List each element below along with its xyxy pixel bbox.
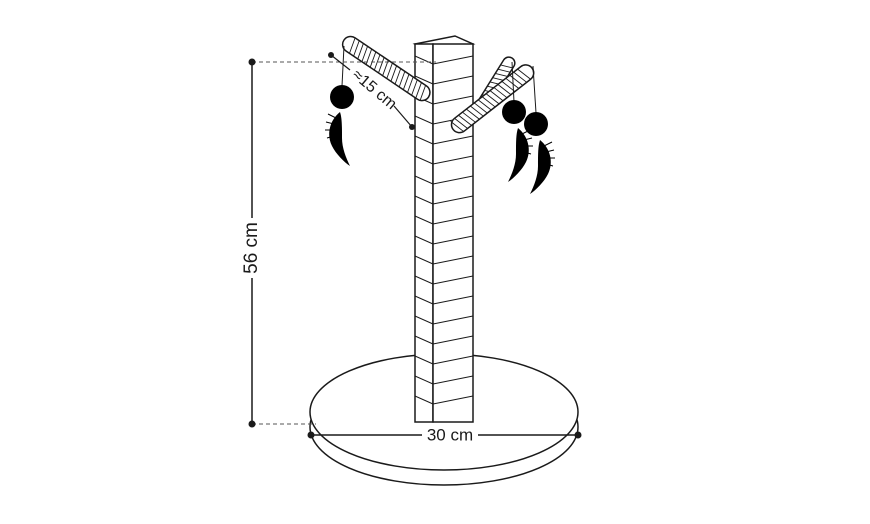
- feather-icon: [507, 127, 534, 183]
- base-width-dimension: 30 cm: [307, 425, 582, 444]
- base-width-label: 30 cm: [427, 425, 473, 444]
- feather-icon: [324, 111, 351, 167]
- left-toy: [324, 45, 354, 167]
- height-label: 56 cm: [241, 222, 262, 274]
- left-branch: [341, 35, 431, 102]
- ball-toy-icon: [502, 100, 526, 124]
- ball-toy-icon: [330, 85, 354, 109]
- right-toy-2: [524, 65, 556, 195]
- height-dimension: 56 cm: [241, 58, 436, 428]
- feather-icon: [529, 139, 556, 195]
- ball-toy-icon: [524, 112, 548, 136]
- right-toy-1: [502, 61, 534, 183]
